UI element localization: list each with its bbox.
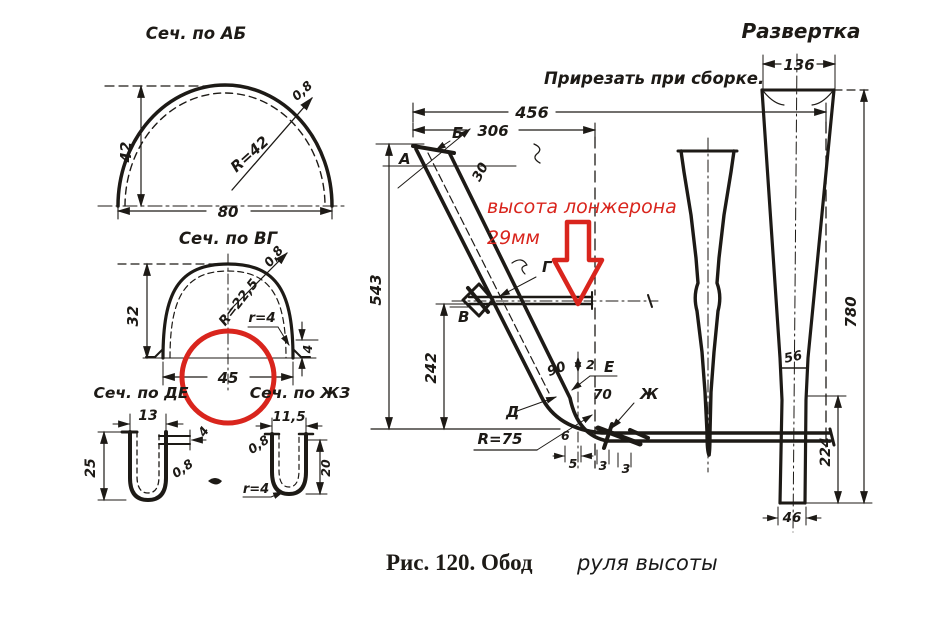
joint-gusset-stroke [466,286,490,314]
dev-centerline [792,53,798,533]
vg-foot-dim: 4 [300,345,315,355]
ab-inner-arc [124,92,326,207]
ab-outer-arc [116,83,334,208]
de-inner-channel [136,431,160,494]
zh-outer-channel [270,432,308,496]
point-zh-label: Ж [639,385,659,403]
dev136-label: 136 [783,56,814,74]
blade-right-edge [707,149,736,457]
point-e-label: Е [604,358,615,376]
dev46-label: 46 [782,510,802,526]
point-zh-leader [611,402,635,429]
angle70-label: 70 [593,387,612,403]
radius75-leader [536,414,593,451]
bend-gusset-3 [628,428,650,440]
radius75-label: R=75 [478,430,523,448]
dim2-label: 2 [586,357,595,372]
dim3a-label: 3 [599,458,608,473]
point-d-leader [516,396,558,412]
zh-fillet-label: r=4 [243,482,269,497]
vg-fillet-leader [277,326,290,346]
bend-gusset-2 [602,422,614,450]
angle30-label: 30 [469,160,492,184]
point-e-leader [571,375,591,391]
section-ab: Сеч. по АБ 42 80 R=42 0,8 [97,24,346,221]
tube-wall-dashed [427,152,550,394]
bend-gusset-1 [595,425,643,447]
dim543-label: 543 [367,274,385,305]
break-squiggle-top [533,143,541,164]
blade-left-edge [679,149,711,457]
de-height-dim: 25 [83,458,99,478]
dev-left-edge [760,88,784,505]
dim3b-label: 3 [622,461,631,476]
point-v-label: В [458,308,469,326]
point-g-leader [499,276,537,297]
formed-blade-view [676,137,739,473]
dev-corner-cut-right [811,91,833,106]
section-de: Сеч. по ДЕ 13 4 25 0,8 [83,384,222,502]
point-b-label: Б [452,124,463,142]
de-outer-channel [128,430,168,502]
ab-width-dim: 80 [218,203,239,221]
main-view: Прирезать при сборке. 456 306 543 242 А … [367,69,836,476]
zh-thickness-label: 0,8 [245,432,272,457]
dim306-label: 306 [477,122,508,140]
break-squiggle-mid [511,259,528,275]
zh-inner-channel [278,433,300,488]
red-note-line1: высота лонжерона [487,196,677,218]
dev56-label: 56 [783,348,804,366]
tube-outer-edge [414,147,832,435]
de-thickness-label: 0,8 [169,456,196,481]
spar-far-tick [647,294,653,308]
tube-end-cap [828,427,836,447]
de-width-dim: 13 [138,408,157,424]
dev-corner-cut-left [763,91,785,106]
zh-fillet-leader [270,491,285,499]
cut-note: Прирезать при сборке. [544,69,764,88]
section-de-title: Сеч. по ДЕ [94,384,189,402]
ab-radius-leader [231,96,313,191]
de-ink-blot [208,478,222,485]
ab-height-dim: 42 [117,142,135,164]
point-d-label: Д [505,403,519,421]
dim6-label: 6 [561,428,570,443]
caption: Рис. 120. Обод руля высоты [386,550,718,575]
angle90-label: 90 [545,359,568,380]
red-note-line2: 29мм [487,227,540,249]
zh-depth-dim: 20 [318,459,333,477]
dim242-label: 242 [422,352,440,383]
red-down-arrow [551,219,605,307]
joint-gusset-cluster [461,282,495,318]
section-vg-title: Сеч. по ВГ [179,229,279,248]
point-a-label: А [398,150,411,168]
vg-inner-shell [169,270,287,359]
section-zh-title: Сеч. по ЖЗ [250,384,351,402]
de-flange-dim: 4 [194,424,212,441]
dev780-label: 780 [842,296,860,327]
section-ab-title: Сеч. по АБ [146,24,246,43]
vg-height-dim: 32 [124,306,142,327]
vg-fillet-label: r=4 [248,310,275,326]
red-highlight-circle [179,328,277,426]
point-g-label: Г [542,258,553,276]
dev-right-edge [803,88,836,505]
vg-radius-leader [229,252,288,311]
caption-bold: Рис. 120. Обод [386,550,533,575]
vg-width-dim: 45 [217,369,239,387]
ab-thickness-label: 0,8 [289,77,316,103]
angle-leader-line [397,128,471,189]
vg-foot-left [145,348,164,358]
zh-width-dim: 11,5 [272,409,305,425]
dim456-label: 456 [514,103,548,122]
point-b-leader [435,140,451,151]
dim5-label: 5 [569,456,578,471]
tube-top-cap [411,144,456,155]
dev224-label: 224 [818,437,834,466]
section-zh: Сеч. по ЖЗ 11,5 0,8 20 r=4 [242,384,351,499]
development-view: Развертка 136 56 224 780 46 [742,19,873,533]
development-title: Развертка [742,19,861,43]
caption-italic: руля высоты [576,551,718,575]
